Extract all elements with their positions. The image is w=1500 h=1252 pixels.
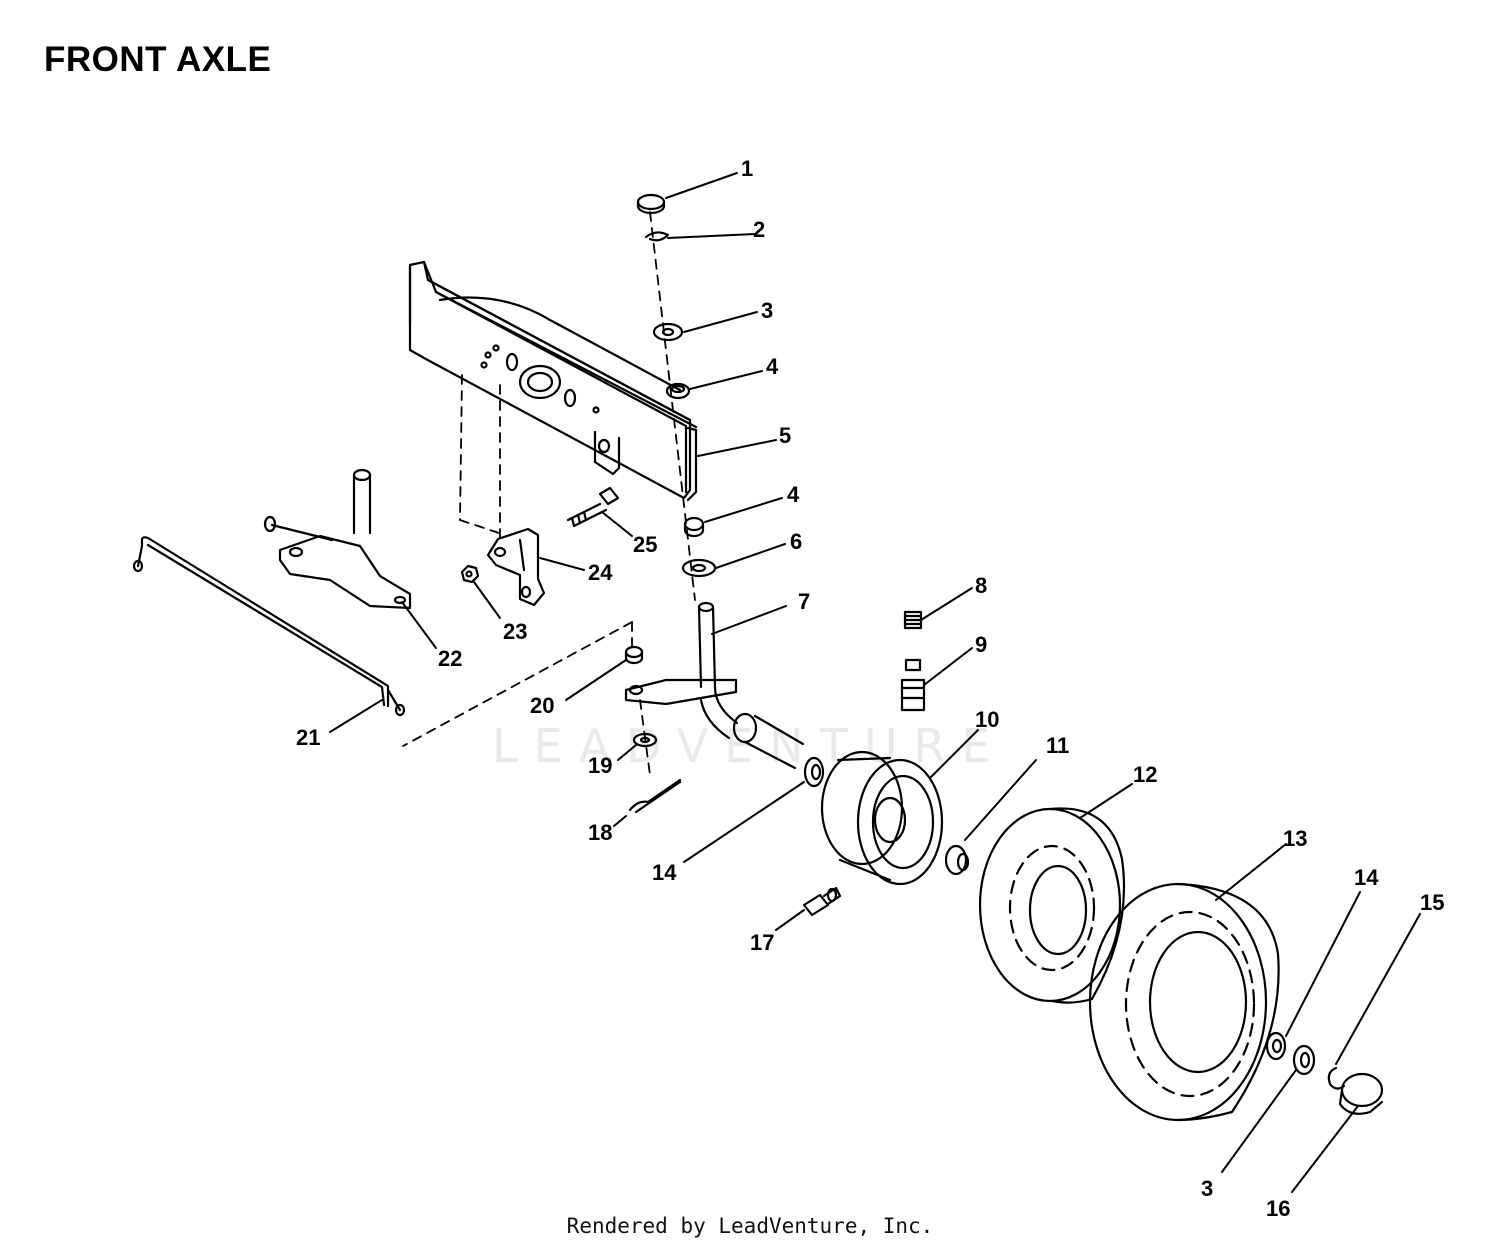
part-label-1: 1 bbox=[741, 156, 753, 181]
washer-part-3-top bbox=[652, 322, 684, 342]
part-label-6: 6 bbox=[790, 529, 802, 554]
hub-cap-part-16 bbox=[1338, 1072, 1384, 1115]
clip-part-15 bbox=[1327, 1066, 1346, 1090]
cap-part-1 bbox=[636, 193, 666, 215]
bushing-part-11 bbox=[944, 844, 970, 876]
part-label-25: 25 bbox=[633, 532, 657, 557]
part-label-13: 13 bbox=[1283, 826, 1307, 851]
part-label-3-lower: 3 bbox=[1201, 1176, 1213, 1201]
washer-part-3-bottom bbox=[1292, 1044, 1316, 1076]
part-label-3: 3 bbox=[761, 298, 773, 323]
part-label-8: 8 bbox=[975, 573, 987, 598]
bolt-part-25 bbox=[566, 486, 620, 528]
part-label-12: 12 bbox=[1133, 762, 1157, 787]
axle-beam-part-5 bbox=[408, 260, 698, 502]
part-label-14-left: 14 bbox=[652, 860, 677, 885]
part-label-16: 16 bbox=[1266, 1196, 1290, 1221]
cap-part-8 bbox=[903, 610, 923, 630]
bushing-part-4-top bbox=[665, 382, 691, 400]
part-label-14-right: 14 bbox=[1354, 865, 1379, 890]
page-title: FRONT AXLE bbox=[44, 40, 272, 79]
part-label-11: 11 bbox=[1046, 733, 1069, 758]
tie-rod-part-21 bbox=[132, 536, 406, 717]
part-label-21: 21 bbox=[296, 725, 320, 750]
bracket-part-24 bbox=[486, 527, 546, 607]
footer-credit: Rendered by LeadVenture, Inc. bbox=[566, 1214, 934, 1238]
washer-part-6 bbox=[681, 558, 717, 578]
part-label-2: 2 bbox=[753, 217, 765, 242]
clip-part-2 bbox=[644, 231, 670, 242]
part-label-15: 15 bbox=[1420, 890, 1444, 915]
bushing-part-20 bbox=[624, 645, 644, 665]
tire-part-12 bbox=[978, 807, 1126, 1004]
leader-lines bbox=[329, 172, 1421, 1193]
part-label-22: 22 bbox=[438, 646, 462, 671]
part-label-18: 18 bbox=[588, 820, 612, 845]
washer-part-19 bbox=[632, 732, 658, 748]
washer-part-14-right bbox=[1265, 1031, 1287, 1061]
grease-fitting-part-17 bbox=[802, 886, 842, 917]
watermark-text: LEADVENTURE bbox=[492, 719, 1007, 773]
valve-stem-part-9 bbox=[900, 658, 926, 712]
tire-part-13 bbox=[1088, 882, 1280, 1122]
part-label-23: 23 bbox=[503, 619, 527, 644]
steering-arm-part-22 bbox=[263, 468, 412, 610]
nut-part-23 bbox=[460, 564, 480, 584]
part-label-10: 10 bbox=[975, 707, 999, 732]
part-label-24: 24 bbox=[588, 560, 613, 585]
cotter-pin-part-18 bbox=[628, 778, 682, 814]
part-label-7: 7 bbox=[798, 589, 810, 614]
bushing-part-4-bottom bbox=[683, 516, 705, 538]
rim-part-10 bbox=[820, 750, 944, 886]
spindle-part-7 bbox=[624, 601, 805, 770]
part-label-9: 9 bbox=[975, 632, 987, 657]
part-label-5: 5 bbox=[779, 423, 791, 448]
part-label-4: 4 bbox=[766, 354, 779, 379]
part-label-4-lower: 4 bbox=[787, 482, 800, 507]
part-label-19: 19 bbox=[588, 753, 612, 778]
part-labels: 1 2 3 4 5 4 6 7 8 9 10 11 12 13 14 14 15… bbox=[296, 156, 1444, 1221]
part-label-20: 20 bbox=[530, 693, 554, 718]
washer-part-14-left bbox=[803, 756, 825, 788]
part-label-17: 17 bbox=[750, 930, 774, 955]
